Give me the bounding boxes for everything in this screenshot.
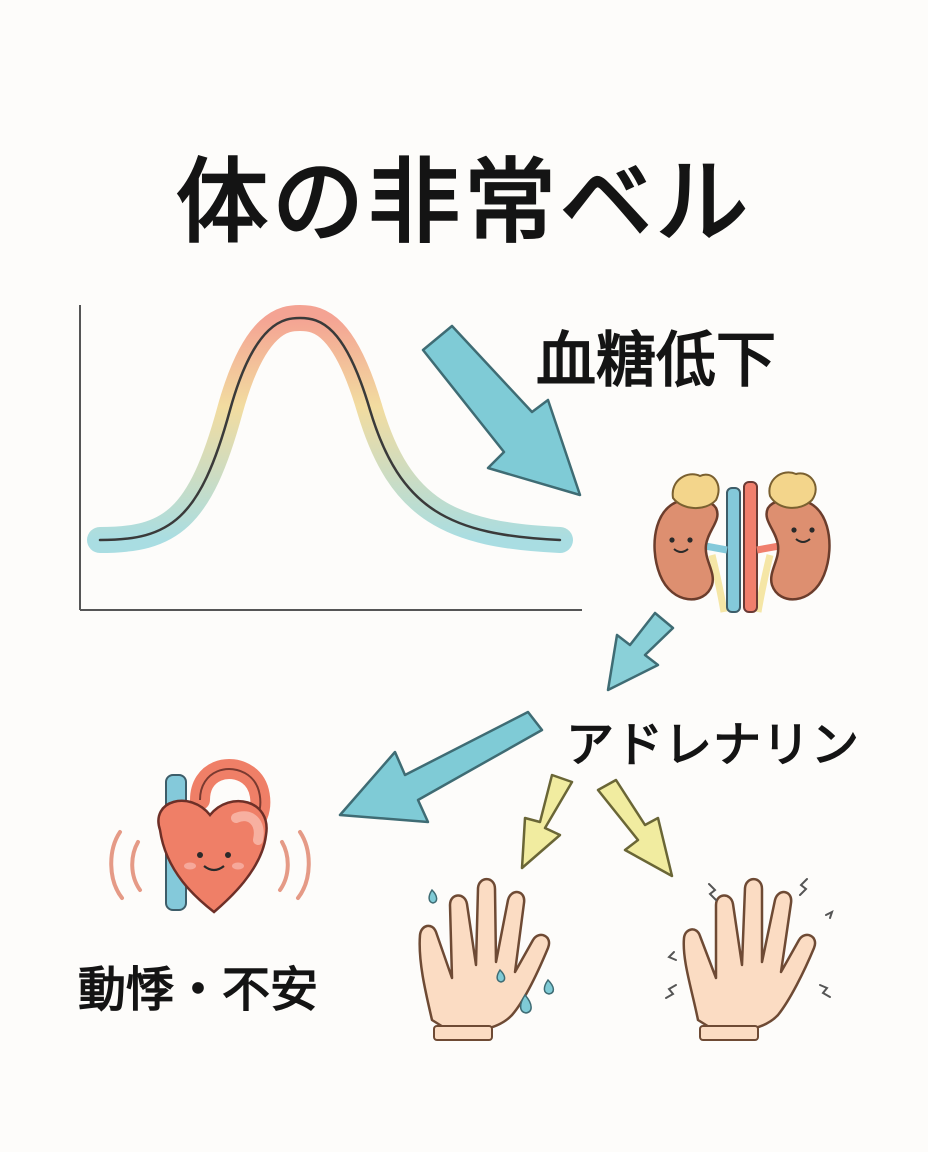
sweating-hand-icon: [418, 877, 555, 1041]
arrow-adrenal-to-adrenaline: [606, 611, 675, 692]
chart-axes: [79, 305, 582, 611]
arrow-adrenaline-to-heart: [338, 710, 544, 824]
trembling-hand-icon: [665, 877, 834, 1041]
arrow-adrenaline-to-sweat: [520, 773, 574, 870]
glucose-curve-icon: [87, 304, 573, 553]
heart-icon: [109, 759, 311, 914]
arrow-adrenaline-to-tremble: [596, 778, 674, 878]
adrenaline-label: アドレナリン: [566, 717, 861, 773]
page-title: 体の非常ベル: [175, 149, 752, 256]
hypoglycemia-label: 血糖低下: [536, 326, 776, 396]
palpitation-anxiety-label: 動悸・不安: [78, 962, 319, 1018]
arrow-hypo-to-adrenal: [421, 324, 582, 497]
adrenal-kidney-icon: [653, 471, 831, 613]
